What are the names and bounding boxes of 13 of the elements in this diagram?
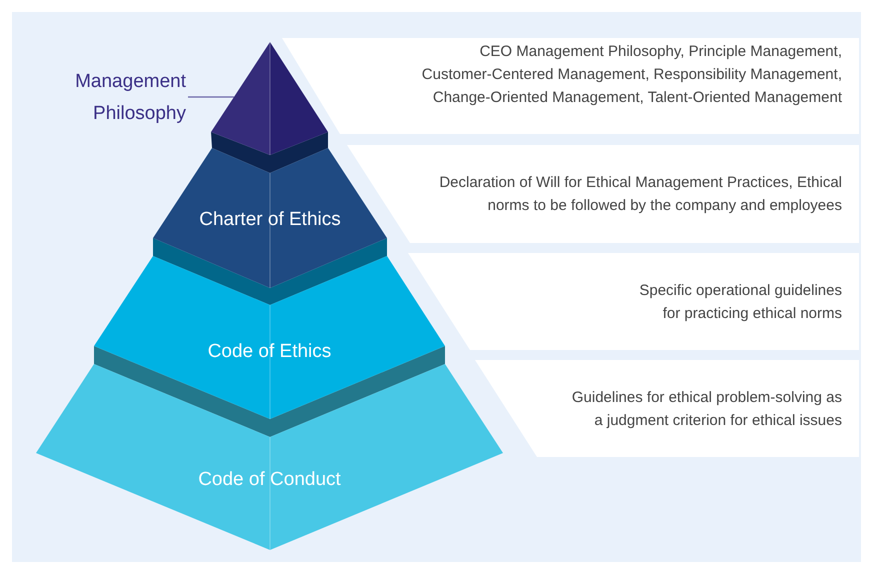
tier-label: Code of Conduct [198,469,341,491]
tier-label: Code of Ethics [208,341,332,363]
description-text: Declaration of Will for Ethical Management Practices, Ethical norms to be followed by the company and employees [438,173,842,216]
description-panel [475,360,859,457]
description-text: CEO Management Philosophy, Principle Management, Customer-Centered Management, Responsibility Management, Change-Oriented Management, Talent-Oriented Management [420,42,842,108]
description-panel [347,145,859,243]
description-panel [282,38,859,134]
tier-label: Charter of Ethics [199,209,341,231]
description-text: Guidelines for ethical problem-solving as a judgment criterion for ethical issues [570,388,842,431]
description-panel [408,253,859,350]
leader-line [188,96,234,98]
description-text: Specific operational guidelines for practicing ethical norms [638,281,842,324]
pyramid-level-title: Management Philosophy [40,66,186,130]
